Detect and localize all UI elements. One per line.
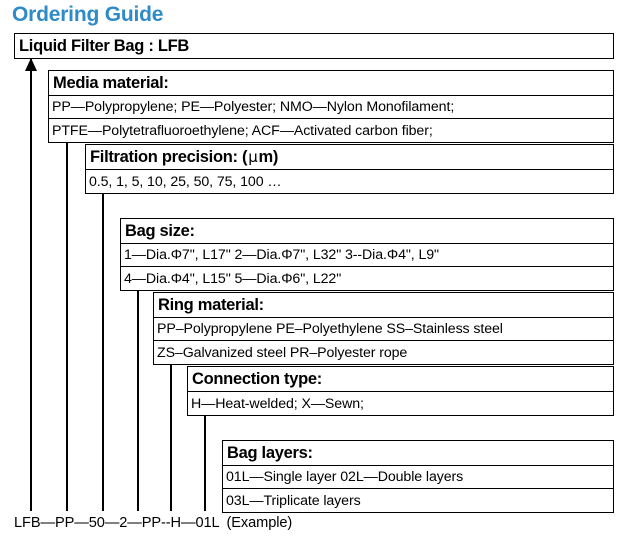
- section-line-connection-type-1: H—Heat-welded; X—Sewn;: [191, 395, 364, 412]
- section-line-bag-size-2: 4—Dia.Φ4", L15" 5—Dia.Φ6", L22": [124, 270, 342, 287]
- section-line-filtration-precision-1: 0.5, 1, 5, 10, 25, 50, 75, 100 …: [89, 173, 282, 190]
- section-line-media-material-1: PP—Polypropylene; PE—Polyester; NMO—Nylo…: [49, 96, 613, 119]
- section-box-ring-material: Ring material: PP–Polypropylene PE–Polye…: [153, 292, 614, 365]
- leader-line-bagsize: [137, 243, 140, 511]
- leader-line-product: [30, 58, 33, 511]
- example-code-string: LFB—PP—50—2—PP--H—01L: [14, 515, 220, 531]
- section-box-media-material: Media material: PP—Polypropylene; PE—Pol…: [48, 70, 614, 143]
- section-header-product: Liquid Filter Bag : LFB: [19, 37, 189, 55]
- leader-line-filtration: [102, 169, 105, 511]
- section-header-bag-layers: Bag layers:: [223, 441, 613, 466]
- section-line-ring-material-1: PP–Polypropylene PE–Polyethylene SS–Stai…: [154, 318, 613, 341]
- example-note: (Example): [226, 515, 293, 531]
- example-code-line: LFB—PP—50—2—PP--H—01L (Example): [14, 515, 292, 531]
- section-box-bag-size: Bag size: 1—Dia.Φ7", L17" 2—Dia.Φ7", L32…: [120, 218, 614, 291]
- section-box-filtration-precision: Filtration precision: (μ m) 0.5, 1, 5, 1…: [85, 144, 614, 194]
- section-box-connection-type: Connection type: H—Heat-welded; X—Sewn;: [187, 366, 614, 416]
- section-header-bag-size: Bag size:: [121, 219, 613, 244]
- section-box-bag-layers: Bag layers: 01L—Single layer 02L—Double …: [222, 440, 614, 513]
- arrowhead-product: [24, 58, 37, 71]
- section-header-media-material: Media material:: [49, 71, 613, 96]
- leader-line-connection: [204, 391, 207, 511]
- section-header-connection-type: Connection type:: [188, 367, 613, 392]
- filtration-header-prefix: Filtration precision: (: [90, 147, 248, 166]
- section-line-media-material-2: PTFE—Polytetrafluoroethylene; ACF—Activa…: [52, 122, 433, 139]
- section-box-product: Liquid Filter Bag : LFB: [14, 33, 614, 59]
- section-header-filtration-precision: Filtration precision: (μ m): [86, 145, 613, 170]
- section-line-bag-size-1: 1—Dia.Φ7", L17" 2—Dia.Φ7", L32" 3--Dia.Φ…: [121, 244, 613, 267]
- micro-symbol: μ: [248, 148, 258, 166]
- leader-line-ring: [170, 317, 173, 511]
- filtration-header-suffix: m): [258, 147, 279, 166]
- page-title: Ordering Guide: [12, 3, 164, 26]
- section-line-bag-layers-2: 03L—Triplicate layers: [226, 492, 361, 509]
- section-line-ring-material-2: ZS–Galvanized steel PR–Polyester rope: [157, 344, 408, 361]
- section-line-bag-layers-1: 01L—Single layer 02L—Double layers: [223, 466, 613, 489]
- leader-line-media: [66, 95, 69, 511]
- section-header-ring-material: Ring material:: [154, 293, 613, 318]
